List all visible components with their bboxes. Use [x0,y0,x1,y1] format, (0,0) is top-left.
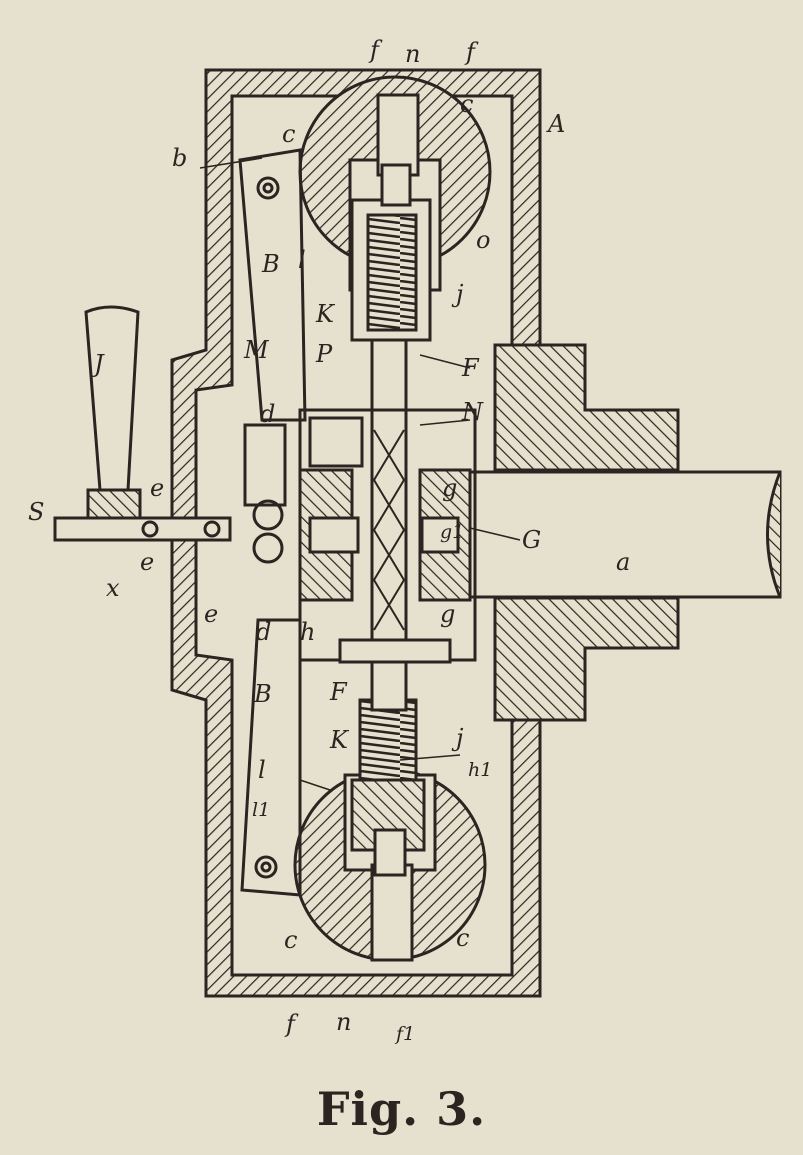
label-F-bottom: F [329,678,348,706]
label-h-mid: h [300,618,315,646]
label-K-bottom: K [329,726,350,754]
label-j-top: j [451,280,464,308]
label-c-top-right: c [460,90,473,118]
label-S-left: S [28,498,44,526]
crank-handle [53,305,232,542]
label-b-top: b [172,144,187,172]
label-x-left: x [106,574,120,602]
label-o-top: o [476,226,490,254]
label-d-bottom: d [256,618,271,646]
label-c-top-left: c [282,120,295,148]
label-g-mid: g [442,474,457,502]
label-B-top: B [261,250,280,278]
figure-caption: Fig. 3. [316,1082,487,1136]
label-g1-mid: g1 [440,521,464,543]
label-A-top: A [546,110,565,138]
label-K-top: K [315,300,336,328]
label-c-bottom-right: c [456,924,469,952]
label-F-top: F [461,354,480,382]
label-n-bottom: n [336,1008,351,1036]
label-c-bottom-left: c [284,926,297,954]
label-e-left-top: e [150,474,164,502]
shaft-boss [493,343,680,722]
label-e-left-2: e [140,548,154,576]
label-N-mid: N [461,398,484,426]
label-f-top-right: f [464,38,479,66]
label-B-bottom: B [253,680,272,708]
lever-bars [238,148,307,897]
label-a-shaft: a [616,548,630,576]
hub [298,408,477,664]
pivot-joints [243,423,287,564]
label-e-left-bottom: e [204,600,218,628]
label-f-top-left: f [368,36,383,64]
label-d-top: d [260,400,275,428]
main-shaft [438,470,782,599]
label-l1-bottom: l1 [252,799,270,821]
label-P-mid: P [315,340,333,368]
upper-spring [350,163,432,342]
label-f1-bottom: f1 [394,1023,415,1045]
label-G-right: G [522,526,541,554]
label-h1-bottom: h1 [468,759,492,781]
label-f-bottom-left: f [284,1010,299,1038]
label-n-top: n [405,40,420,68]
part-labels: f n f c A b c o B l j K M P F J d N g S … [28,36,630,1045]
leader-lines [199,157,521,791]
label-j-bottom: j [451,724,464,752]
label-l-bottom: l [258,756,266,784]
label-l-top: l [298,246,306,274]
label-g-low: g [440,600,455,628]
label-M-mid: M [243,336,270,364]
lower-spring [350,698,426,877]
